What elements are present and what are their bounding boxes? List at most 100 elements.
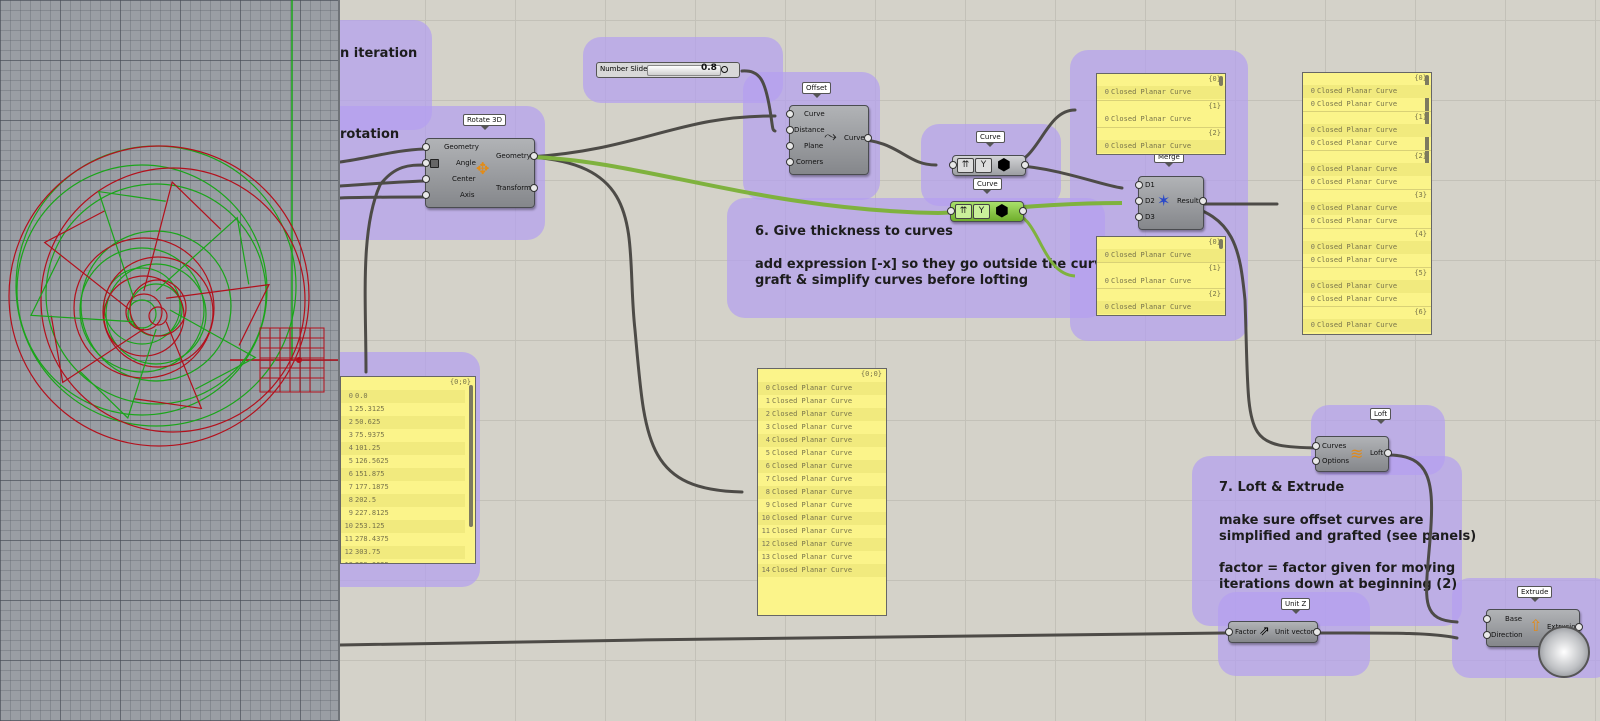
row-index: 0 (1310, 256, 1315, 264)
row-value: Closed Planar Curve (1111, 303, 1192, 311)
row-value: Closed Planar Curve (772, 410, 853, 418)
group-thickness[interactable] (727, 198, 1105, 318)
row-index: 6 (765, 462, 770, 470)
offset-component[interactable]: Curve Distance Plane Corners Curve ⤳ (786, 105, 872, 175)
unitz-output-vector[interactable]: Unit vector (1275, 628, 1314, 636)
branch-header: {0} (1208, 238, 1221, 246)
rotate-input-angle[interactable]: Angle (456, 159, 476, 167)
grasshopper-canvas[interactable]: n iteration rotation 6. Give thickness t… (340, 0, 1600, 721)
merge-output-result[interactable]: Result (1177, 197, 1199, 205)
slider-track[interactable] (647, 65, 721, 76)
row-index: 10 (344, 522, 353, 530)
merge-input-d3[interactable]: D3 (1145, 213, 1155, 221)
curve-param-1[interactable]: ⇈ Y ⬢ (949, 155, 1029, 176)
merge-input-d1[interactable]: D1 (1145, 181, 1155, 189)
offset-input-curve[interactable]: Curve (804, 110, 825, 118)
merge-icon: ✶ (1157, 191, 1171, 210)
canvas-radial-menu-button[interactable] (1538, 626, 1590, 678)
viewport-curve (129, 279, 187, 337)
row-value: Closed Planar Curve (1317, 139, 1398, 147)
row-index: 0 (765, 384, 770, 392)
loft-input-curves[interactable]: Curves (1322, 442, 1347, 450)
extrude-input-direction[interactable]: Direction (1491, 631, 1523, 639)
row-index: 0 (1310, 204, 1315, 212)
rotate3d-component[interactable]: Geometry Angle Center Axis Geometry Tran… (422, 138, 538, 208)
row-index: 2 (348, 418, 353, 426)
rotate-output-transform[interactable]: Transform (496, 184, 531, 192)
extrude-icon: ⇧ (1529, 616, 1543, 635)
offset-input-plane[interactable]: Plane (804, 142, 824, 150)
rhino-viewport[interactable] (0, 0, 340, 721)
unitz-input-factor[interactable]: Factor (1235, 628, 1257, 636)
panel-curves-header: {0;0} (860, 370, 882, 378)
slider-label: Number Slider (600, 65, 651, 73)
row-index: 0 (1303, 332, 1315, 334)
viewport-curve (127, 299, 157, 329)
row-value: Closed Planar Curve (1317, 243, 1398, 251)
number-slider[interactable]: Number Slider 0.8 (596, 62, 740, 78)
offset-input-distance[interactable]: Distance (794, 126, 825, 134)
row-index: 0 (1310, 321, 1315, 329)
row-index: 8 (348, 496, 353, 504)
row-value: 50.625 (355, 418, 381, 426)
row-index: 13 (341, 559, 353, 563)
loft-component[interactable]: Curves Options Loft ≋ (1312, 436, 1392, 472)
row-index: 13 (761, 553, 770, 561)
row-value: Closed Planar Curve (1317, 282, 1398, 290)
unitz-component[interactable]: Factor Unit vector ⇗ (1225, 621, 1321, 643)
extrude-input-base[interactable]: Base (1505, 615, 1523, 623)
rotate3d-tag: Rotate 3D (463, 114, 506, 130)
rotate-input-geometry[interactable]: Geometry (444, 143, 479, 151)
row-value: Closed Planar Curve (772, 436, 853, 444)
row-index: 12 (761, 540, 770, 548)
viewport-curve (30, 254, 134, 323)
row-value: 329.0625 (355, 561, 389, 563)
curve-param-2[interactable]: ⇈ Y ⬢ (947, 201, 1027, 222)
offset-input-corners[interactable]: Corners (796, 158, 824, 166)
row-index: 9 (765, 501, 770, 509)
merge-input-d2[interactable]: D2 (1145, 197, 1155, 205)
row-index: 10 (761, 514, 770, 522)
row-value: Closed Planar Curve (1317, 204, 1398, 212)
offset-output-curve[interactable]: Curve (844, 134, 865, 142)
extrude-tag: Extrude (1517, 586, 1553, 602)
slider-value: 0.8 (701, 63, 717, 73)
rotate-input-axis[interactable]: Axis (460, 191, 475, 199)
row-value: Closed Planar Curve (772, 514, 853, 522)
rotate-input-center[interactable]: Center (452, 175, 476, 183)
row-value: Closed Planar Curve (772, 423, 853, 431)
row-value: Closed Planar Curve (772, 475, 853, 483)
viewport-curve (103, 275, 185, 357)
row-value: Closed Planar Curve (772, 449, 853, 457)
loft-input-options[interactable]: Options (1322, 457, 1350, 465)
viewport-curve (8, 145, 310, 447)
merge-component[interactable]: D1 D2 D3 Result ✶ (1135, 176, 1207, 230)
branch-header: {1} (1414, 113, 1427, 121)
row-value: 253.125 (355, 522, 385, 530)
viewport-curve (73, 237, 215, 379)
rotate-output-geometry[interactable]: Geometry (496, 152, 531, 160)
slider-grip[interactable] (721, 66, 728, 73)
viewport-curve (155, 216, 250, 292)
iteration-title: n iteration (340, 46, 418, 61)
viewport-curve (143, 180, 222, 292)
loft-output[interactable]: Loft (1370, 449, 1384, 457)
row-index: 0 (348, 392, 353, 400)
curve-param-icon: ⬢ (995, 201, 1009, 220)
vector-icon: ⇗ (1259, 624, 1270, 639)
